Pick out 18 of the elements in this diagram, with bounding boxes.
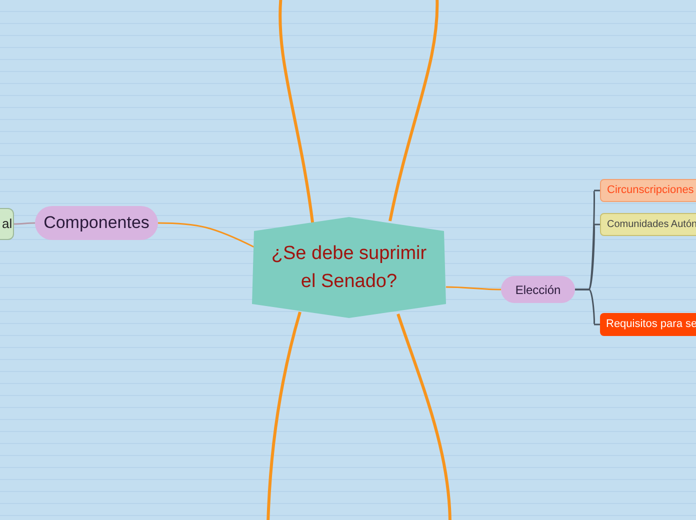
subtopic-box (600, 213, 696, 236)
branch-line (158, 222, 254, 248)
topic-text: ¿Se debe suprimir el Senado? (270, 242, 428, 294)
central-topic-hexagon (252, 217, 446, 318)
topic-pill (501, 276, 575, 303)
branch-line (575, 288, 600, 326)
topic-text: Componentes (44, 212, 150, 234)
topic-text: Circunscripciones (607, 183, 694, 198)
subtopic-box (600, 179, 696, 202)
branch-line (388, 0, 439, 222)
branch-line (446, 286, 501, 290)
branch-line (396, 314, 452, 520)
branch-line (14, 222, 35, 225)
branch-line (266, 312, 302, 520)
topic-text: Elección (515, 282, 561, 298)
subtopic-box (600, 313, 696, 336)
topic-text: al (2, 215, 12, 234)
topic-pill (35, 206, 158, 240)
